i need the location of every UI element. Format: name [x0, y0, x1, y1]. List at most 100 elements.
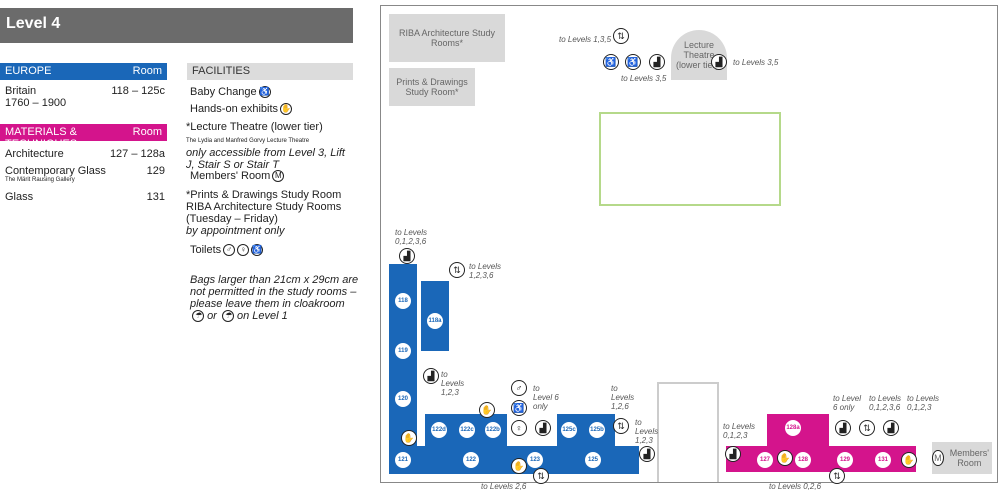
- room-127[interactable]: 127: [757, 452, 773, 468]
- hand-icon-map: ✋: [777, 450, 793, 466]
- members-icon: M: [272, 170, 285, 183]
- room-125[interactable]: 125: [585, 452, 601, 468]
- materials-header: MATERIALS & TECHNIQUES Room: [0, 124, 167, 150]
- prints-label: *Prints & Drawings Study Room: [186, 189, 342, 201]
- room-122d[interactable]: 122d: [431, 422, 447, 438]
- stairs-icon: ▟: [535, 420, 551, 436]
- stairs-label: to Level 6 only: [833, 394, 862, 412]
- hand-icon: ✋: [280, 103, 293, 116]
- toilet-icon: ♀: [511, 420, 527, 436]
- toilet-icon: ♂: [511, 380, 527, 396]
- hand-icon-map: ✋: [901, 452, 917, 468]
- list-item[interactable]: Architecture 127 – 128a: [5, 148, 165, 160]
- lift-icon: ⇅: [859, 420, 875, 436]
- lift-icon: ⇅: [449, 262, 465, 278]
- stairs-label: to Levels 0,1,2,3,6: [395, 228, 428, 246]
- stairs-icon: ▟: [725, 446, 741, 462]
- lift-label: to Levels 1,2,6: [611, 384, 635, 411]
- room-128a[interactable]: 128a: [785, 420, 801, 436]
- days-label: (Tuesday – Friday): [186, 213, 278, 225]
- accessible-icon: ♿: [603, 54, 619, 70]
- riba-label: RIBA Architecture Study Rooms: [186, 201, 342, 213]
- room-128[interactable]: 128: [795, 452, 811, 468]
- room-122b[interactable]: 122b: [485, 422, 501, 438]
- stairs-icon: ▟: [711, 54, 727, 70]
- stairs-label: to Levels 1,2,3: [635, 418, 659, 445]
- room-129[interactable]: 129: [837, 452, 853, 468]
- prints-room[interactable]: Prints & Drawings Study Room*: [389, 68, 475, 106]
- facility-handson: Hands-on exhibits✋: [190, 103, 293, 116]
- lift-icon: ⇅: [829, 468, 845, 484]
- room-121[interactable]: 121: [395, 452, 411, 468]
- members-room-label: Members' Room: [949, 448, 989, 468]
- room-123[interactable]: 123: [527, 452, 543, 468]
- room-119[interactable]: 119: [395, 343, 411, 359]
- item-sub: The Märit Rausing Gallery: [5, 177, 75, 183]
- members-room[interactable]: M Members' Room: [932, 442, 992, 474]
- item-name: Glass: [5, 191, 34, 203]
- members-icon-map: M: [932, 450, 944, 466]
- bags-note: Bags larger than 21cm x 29cm are not per…: [190, 274, 360, 323]
- floor-map: RIBA Architecture Study Rooms* Prints & …: [380, 5, 998, 491]
- list-item[interactable]: Glass 131: [5, 191, 165, 203]
- baby-change-icon-map: ♿: [625, 54, 641, 70]
- riba-room[interactable]: RIBA Architecture Study Rooms*: [389, 14, 505, 62]
- lift-label: to Levels 0,2,6: [769, 482, 822, 491]
- item-room: 127 – 128a: [109, 148, 165, 160]
- stairs-label: to Levels 3,5: [621, 74, 667, 83]
- bags-or: or: [207, 310, 217, 322]
- facilities-header: FACILITIES: [187, 63, 353, 80]
- item-name: Architecture: [5, 148, 64, 160]
- item-room: 131: [146, 191, 165, 203]
- hand-icon-map: ✋: [401, 430, 417, 446]
- stairs-label: to Levels 0,1,2,3: [907, 394, 940, 412]
- hand-icon-map: ✋: [511, 458, 527, 474]
- lift-label: to Level 6 only: [533, 384, 559, 411]
- stairs-icon: ▟: [649, 54, 665, 70]
- europe-room-col: Room: [132, 65, 162, 77]
- toilet-accessible-icon: ♿: [251, 244, 264, 257]
- toilet-male-icon: ♂: [223, 244, 236, 257]
- hand-icon-map: ✋: [479, 402, 495, 418]
- stairs-icon: ▟: [835, 420, 851, 436]
- lecture-label: *Lecture Theatre (lower tier): [186, 121, 323, 133]
- stairs-icon: ▟: [883, 420, 899, 436]
- materials-room-col: Room: [132, 126, 162, 138]
- room-122[interactable]: 122: [463, 452, 479, 468]
- bags-level: on Level 1: [236, 310, 288, 322]
- lecture-sub: The Lydia and Manfred Gorvy Lecture Thea…: [186, 138, 310, 144]
- lift-label: to Levels 1,2,3,6: [469, 262, 502, 280]
- baby-change-icon: ♿: [258, 86, 271, 99]
- room-120[interactable]: 120: [395, 391, 411, 407]
- facility-baby: Baby Change♿: [190, 86, 271, 99]
- lift-icon: ⇅: [533, 468, 549, 484]
- courtyard: [599, 112, 781, 206]
- materials-label: MATERIALS & TECHNIQUES: [5, 126, 78, 150]
- room-125b[interactable]: 125b: [589, 422, 605, 438]
- stairs-icon: ▟: [423, 368, 439, 384]
- item-name: Britain: [5, 85, 37, 97]
- stairs-icon: ▟: [399, 248, 415, 264]
- lift-label: to Levels 2,6: [481, 482, 527, 491]
- facility-lecture: *Lecture Theatre (lower tier) The Lydia …: [186, 121, 351, 171]
- bags-text: Bags larger than 21cm x 29cm are not per…: [190, 274, 359, 310]
- facility-prints: *Prints & Drawings Study Room RIBA Archi…: [186, 189, 351, 237]
- lift-icon: ⇅: [613, 418, 629, 434]
- room-125c[interactable]: 125c: [561, 422, 577, 438]
- toilet-female-icon: ♀: [237, 244, 250, 257]
- room-122c[interactable]: 122c: [459, 422, 475, 438]
- room-118a[interactable]: 118a: [427, 313, 443, 329]
- stairs-icon: ▟: [639, 446, 655, 462]
- item-room: 118 – 125c: [111, 85, 165, 97]
- item-name: Contemporary Glass: [5, 165, 106, 177]
- item-room: 129: [146, 165, 165, 177]
- appt-label: by appointment only: [186, 225, 285, 237]
- stairs-label: to Levels 3,5: [733, 58, 779, 67]
- item-sub: 1760 – 1900: [5, 97, 67, 109]
- lecture-note: only accessible from Level 3, Lift J, St…: [186, 147, 345, 171]
- room-118[interactable]: 118: [395, 293, 411, 309]
- room-131[interactable]: 131: [875, 452, 891, 468]
